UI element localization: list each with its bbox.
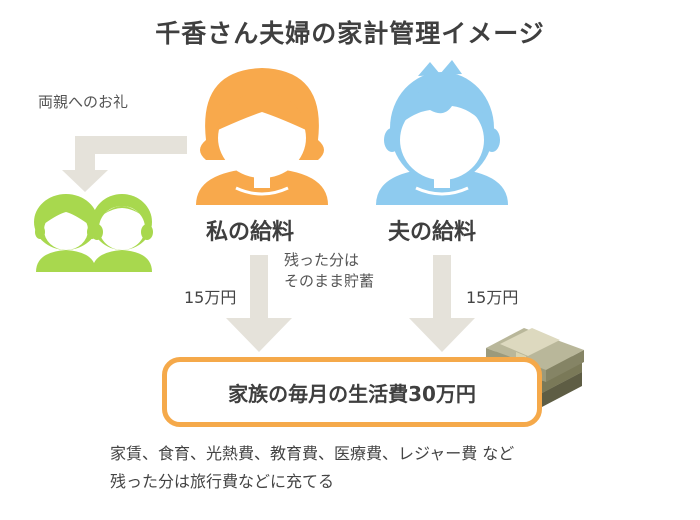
wife-amount: 15万円 bbox=[184, 288, 237, 307]
savings-note-line1: 残った分は bbox=[284, 251, 360, 269]
expenses-line1: 家賃、食育、光熱費、教育費、医療費、レジャー費 など bbox=[110, 444, 515, 463]
monthly-living-cost-label: 家族の毎月の生活費30万円 bbox=[228, 381, 476, 406]
arrow-to-parents bbox=[62, 136, 187, 192]
savings-note-line2: そのまま貯蓄 bbox=[284, 272, 375, 290]
parents-gift-label: 両親へのお礼 bbox=[38, 93, 129, 111]
savings-note: 残った分は そのまま貯蓄 bbox=[284, 250, 374, 292]
husband-amount: 15万円 bbox=[466, 288, 519, 307]
wife-salary-label: 私の給料 bbox=[206, 220, 295, 245]
expenses-line2: 残った分は旅行費などに充てる bbox=[110, 472, 335, 491]
husband-figure bbox=[376, 60, 508, 205]
husband-salary-label: 夫の給料 bbox=[388, 220, 477, 245]
parents-figures bbox=[34, 194, 153, 272]
arrow-from-wife bbox=[226, 255, 292, 352]
monthly-living-cost-box: 家族の毎月の生活費30万円 bbox=[162, 357, 542, 427]
wife-figure bbox=[196, 68, 328, 205]
page-title: 千香さん夫婦の家計管理イメージ bbox=[155, 19, 545, 48]
arrow-from-husband bbox=[409, 255, 475, 352]
